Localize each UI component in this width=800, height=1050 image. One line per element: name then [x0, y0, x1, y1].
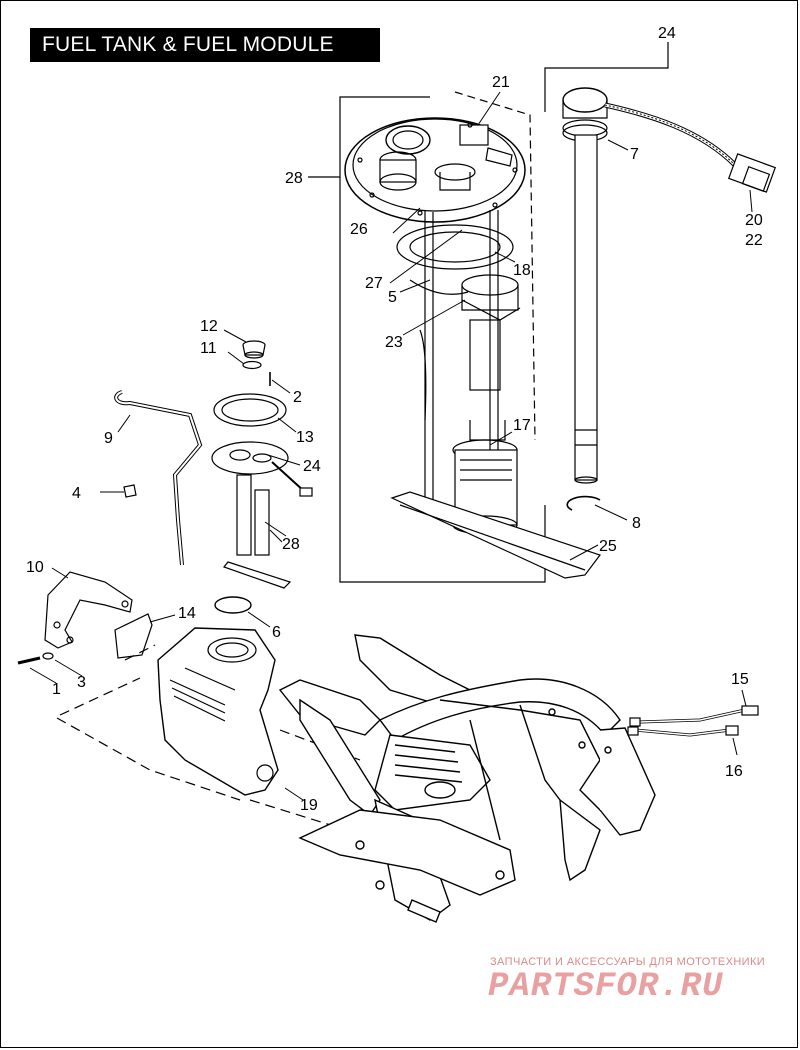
sender-bracket — [544, 62, 669, 112]
callout-19: 19 — [300, 797, 318, 814]
callout-28-top: 28 — [285, 170, 303, 187]
callout-labels: 1 2 3 4 5 6 7 8 9 10 11 12 13 14 15 16 1… — [26, 25, 763, 814]
small-fuel-module — [211, 441, 313, 589]
bracket-10 — [44, 571, 133, 649]
callout-12: 12 — [200, 318, 218, 335]
callout-7: 7 — [630, 146, 639, 163]
clip-4 — [123, 484, 137, 498]
callout-17: 17 — [513, 417, 531, 434]
callout-24-top: 24 — [658, 25, 676, 42]
callout-10: 10 — [26, 559, 44, 576]
callout-18: 18 — [513, 262, 531, 279]
fuel-tank-19 — [157, 627, 279, 796]
fuel-pump-assembly — [409, 274, 521, 535]
callout-3: 3 — [77, 674, 86, 691]
watermark-brand: PARTSFOR.RU — [488, 968, 724, 1006]
callout-11: 11 — [200, 340, 217, 357]
cap-and-oring — [242, 340, 266, 370]
callout-26: 26 — [350, 221, 368, 238]
fuel-module-flange — [344, 117, 526, 223]
callout-28-left: 28 — [282, 536, 300, 553]
callout-25: 25 — [599, 538, 617, 555]
callout-27: 27 — [365, 275, 383, 292]
page-title: FUEL TANK & FUEL MODULE — [30, 28, 380, 62]
callout-23: 23 — [385, 334, 403, 351]
oring-6 — [214, 596, 252, 614]
callout-5: 5 — [388, 289, 397, 306]
callout-2: 2 — [293, 389, 302, 406]
callout-4: 4 — [72, 485, 81, 502]
retaining-ring-8 — [566, 495, 601, 511]
callout-8: 8 — [632, 515, 641, 532]
callout-9: 9 — [104, 430, 113, 447]
callout-22: 22 — [745, 232, 763, 249]
motorcycle-frame — [278, 634, 656, 923]
watermark-tagline: ЗАПЧАСТИ И АКСЕССУАРЫ ДЛЯ МОТОТЕХНИКИ — [490, 956, 766, 968]
callout-16: 16 — [725, 763, 743, 780]
gasket-13 — [213, 393, 287, 427]
module-bracket-dashed — [454, 91, 536, 441]
leader-lines — [29, 91, 753, 801]
vent-hose-9 — [114, 390, 203, 566]
callout-1: 1 — [52, 681, 61, 698]
callout-21: 21 — [492, 74, 510, 91]
callout-13: 13 — [296, 429, 314, 446]
callout-20: 20 — [745, 212, 763, 229]
callout-14: 14 — [178, 605, 196, 622]
callout-24-left: 24 — [303, 458, 321, 475]
fuel-lines — [627, 705, 759, 737]
callout-15: 15 — [731, 671, 749, 688]
fuel-level-sender — [562, 87, 777, 484]
callout-6: 6 — [272, 624, 281, 641]
pad-14 — [114, 613, 153, 659]
gasket-18 — [396, 224, 514, 270]
